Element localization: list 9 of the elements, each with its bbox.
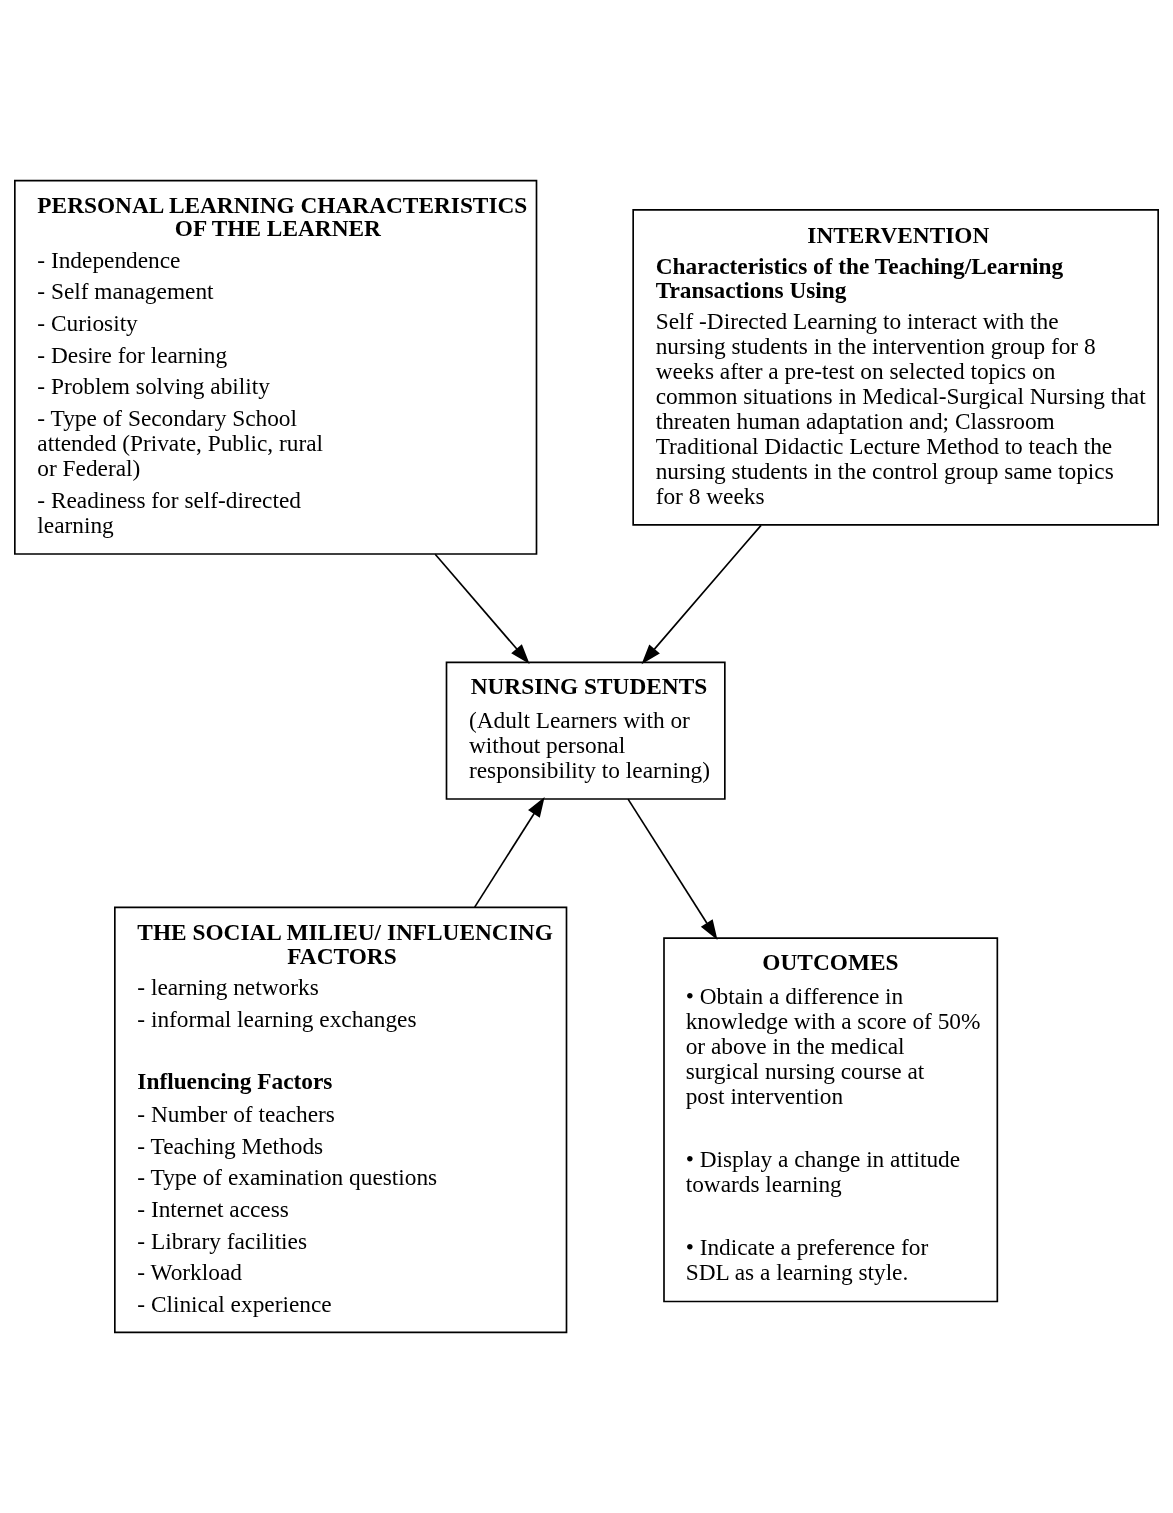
arrow xyxy=(434,553,530,664)
node-box: NURSING STUDENTS (Adult Learners with or without personal responsibility to learning) xyxy=(445,661,726,800)
node-box: PERSONAL LEARNING CHARACTERISTICS OF THE LEARNER - Independence - Self management - Curiosity - Desire for learning - Problem solving ability - Type of Secondary School attended (Private, Public, rural or Federal) - Readiness for self-directed learning xyxy=(14,179,538,555)
node-box: INTERVENTION Characteristics of the Teaching/Learning Transactions Using Self -Directed Learning to interact with the nursing students in the intervention group for 8 weeks after a pre-test on selected topics on common situations in Medical-Surgical Nursing that threaten human adaptation and; Classroom Traditional Didactic Lecture Method to teach the nursing students in the control group same topics for 8 weeks xyxy=(632,209,1159,526)
node-box: OUTCOMES • Obtain a difference in knowledge with a score of 50% or above in the medical surgical nursing course at post intervention • Display a change in attitude towards learning • Indicate a preference for SDL as a learning style. xyxy=(663,937,999,1303)
node-box: THE SOCIAL MILIEU/ INFLUENCING FACTORS - learning networks - informal learning exchanges Influencing Factors - Number of teachers - Teaching Methods - Type of examination questions - Internet access - Library facilities - Workload - Clinical experience xyxy=(114,906,568,1334)
arrow xyxy=(641,524,762,665)
arrow xyxy=(473,796,545,908)
arrow xyxy=(627,798,718,940)
